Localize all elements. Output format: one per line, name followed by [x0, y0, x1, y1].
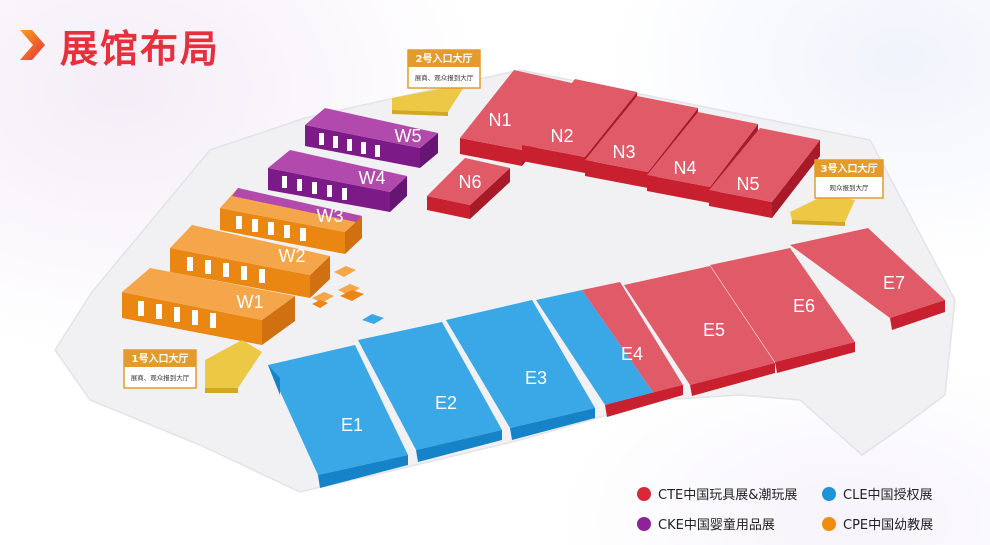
legend-label: CPE中国幼教展 [843, 518, 934, 533]
hall-label-E4: E4 [621, 344, 643, 364]
hall-E5[interactable]: E5 [624, 266, 775, 396]
entrance-1-title: 1号入口大厅 [132, 352, 189, 365]
hall-label-W4: W4 [359, 168, 386, 188]
hall-label-W1: W1 [237, 292, 264, 312]
hall-W4[interactable]: W4 [268, 150, 407, 212]
kiosks [312, 266, 384, 324]
legend-label: CKE中国婴童用品展 [658, 518, 775, 533]
hall-E3[interactable]: E3 [446, 300, 595, 440]
hall-label-E2: E2 [435, 393, 457, 413]
legend-item-cte: CTE中国玩具展&潮玩展 [637, 484, 797, 503]
hall-label-N5: N5 [736, 174, 759, 194]
hall-label-E1: E1 [341, 415, 363, 435]
entrance-3[interactable]: 3号入口大厅 观众报到大厅 [790, 159, 884, 226]
legend-item-cpe: CPE中国幼教展 [822, 514, 933, 533]
entrance-2-title: 2号入口大厅 [416, 52, 473, 65]
legend-dot-blue [822, 486, 836, 501]
hall-label-N2: N2 [550, 126, 573, 146]
hall-E2[interactable]: E2 [358, 322, 502, 462]
legend-item-cke: CKE中国婴童用品展 [637, 514, 775, 533]
entrance-3-title: 3号入口大厅 [821, 162, 878, 175]
hall-E6[interactable]: E6 [710, 248, 855, 373]
hall-W2[interactable]: W2 [170, 225, 330, 298]
legend-label: CLE中国授权展 [843, 488, 933, 503]
hall-label-N6: N6 [458, 172, 481, 192]
legend-dot-red [637, 486, 651, 501]
hall-W1[interactable]: W1 [122, 268, 295, 345]
hall-label-N4: N4 [673, 158, 696, 178]
hall-label-W3: W3 [317, 206, 344, 226]
hall-W3[interactable]: W3 [220, 188, 362, 254]
hall-label-N1: N1 [488, 110, 511, 130]
legend-dot-orange [822, 516, 836, 531]
entrance-2-subtitle: 展商、观众报到大厅 [415, 73, 474, 82]
entrance-3-subtitle: 观众报到大厅 [830, 183, 870, 192]
hall-E7[interactable]: E7 [790, 228, 945, 330]
entrance-1-subtitle: 展商、观众报到大厅 [131, 373, 190, 382]
hall-label-W5: W5 [395, 126, 422, 146]
hall-label-E5: E5 [703, 320, 725, 340]
page-header: 展馆布局 [18, 20, 221, 71]
hall-label-E6: E6 [793, 296, 815, 316]
hall-label-E3: E3 [525, 368, 547, 388]
legend-label: CTE中国玩具展&潮玩展 [658, 488, 798, 503]
legend-dot-purple [637, 516, 651, 531]
page-title: 展馆布局 [60, 26, 221, 71]
entrance-2[interactable]: 2号入口大厅 展商、观众报到大厅 [392, 49, 481, 116]
chevron-right-icon [20, 30, 45, 60]
legend-item-cle: CLE中国授权展 [822, 484, 933, 503]
hall-W5[interactable]: W5 [305, 108, 438, 168]
hall-E4[interactable]: E4 [536, 282, 683, 417]
hall-N6[interactable]: N6 [427, 158, 510, 219]
hall-label-N3: N3 [612, 142, 635, 162]
hall-label-E7: E7 [883, 273, 905, 293]
hall-N5[interactable]: N5 [709, 128, 820, 218]
entrance-1[interactable]: 1号入口大厅 展商、观众报到大厅 [123, 340, 262, 393]
hall-label-W2: W2 [279, 246, 306, 266]
hall-E1[interactable]: E1 [268, 345, 408, 488]
